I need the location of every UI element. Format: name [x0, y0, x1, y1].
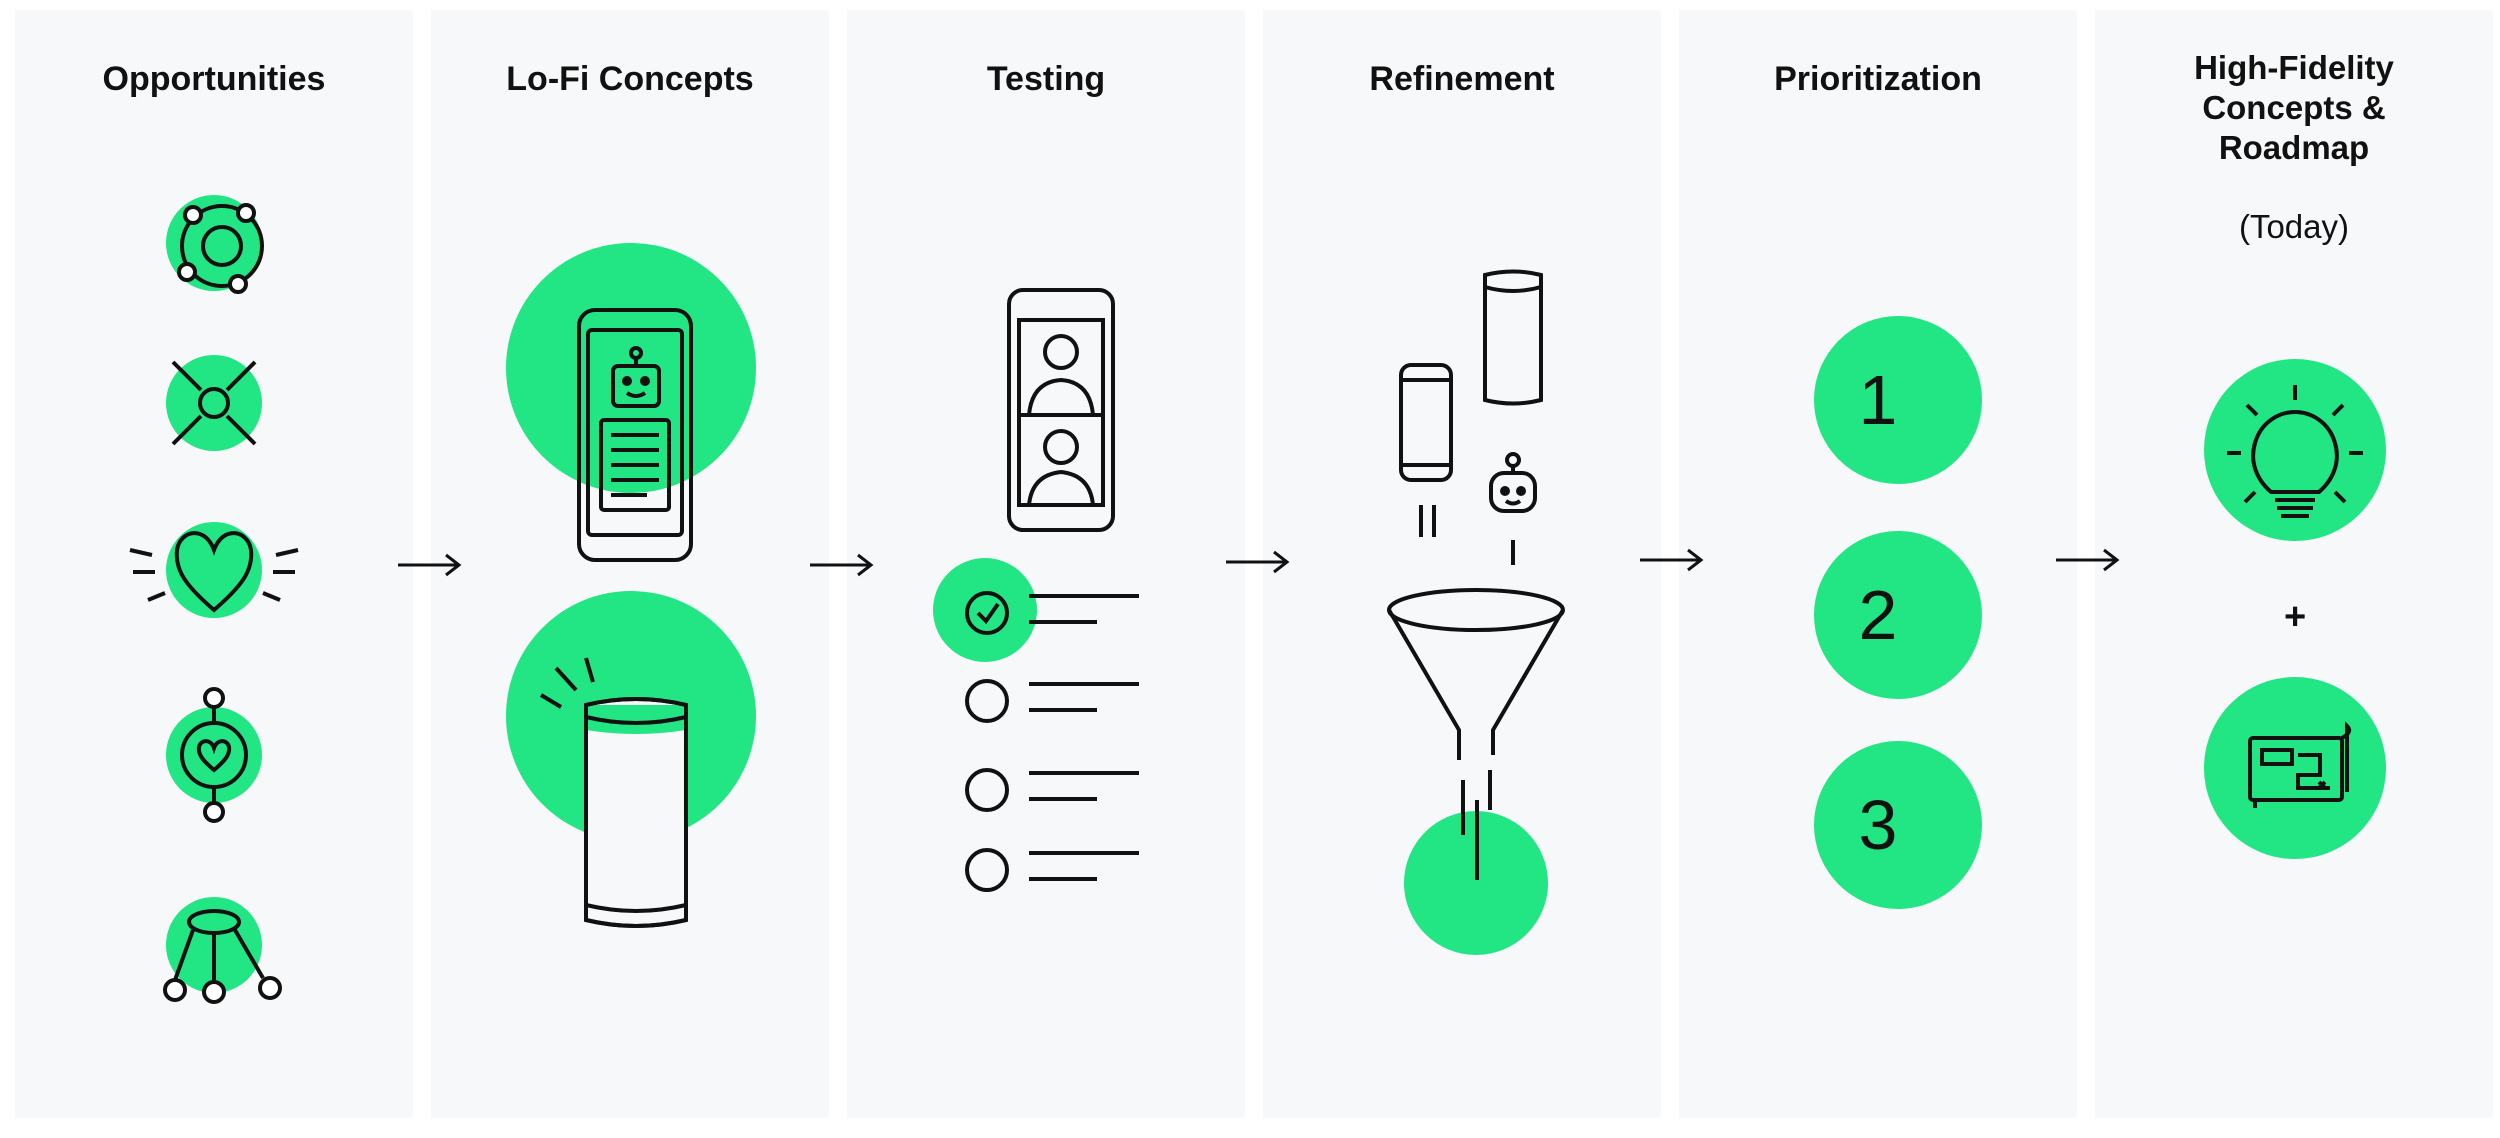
accent-circle	[1404, 811, 1548, 955]
lightbulb-icon	[2204, 359, 2386, 541]
stage-title-line: Concepts &	[2202, 89, 2386, 126]
smart-speaker-icon	[539, 657, 688, 928]
stage-prioritization: Prioritization 1 2 3	[1679, 10, 2077, 1118]
stage-title: Prioritization	[1774, 60, 1982, 98]
checklist-icon	[933, 558, 1139, 892]
stage-testing: Testing	[847, 10, 1245, 1118]
refinement-icons	[1387, 269, 1565, 955]
stage-title: Refinement	[1369, 60, 1555, 98]
stage-subtitle: (Today)	[2238, 208, 2350, 245]
stage-title: High-Fidelity Concepts & Roadmap	[2095, 48, 2493, 168]
stage-title-line: Roadmap	[2218, 129, 2370, 166]
testing-icons	[933, 288, 1139, 892]
spark-icon	[166, 355, 262, 451]
stage-lofi-concepts: Lo-Fi Concepts	[431, 10, 829, 1118]
devices-icon	[1399, 269, 1543, 565]
priority-number: 1	[1858, 361, 1898, 439]
stage-title: Opportunities	[102, 60, 326, 98]
blueprint-icon	[2204, 677, 2386, 859]
orbit-icon	[166, 195, 264, 294]
stage-title-line: High-Fidelity	[2194, 49, 2394, 86]
stage-title: Lo-Fi Concepts	[506, 60, 754, 98]
heart-icon	[129, 522, 299, 618]
priority-circle-1	[1814, 316, 1982, 484]
opportunities-icons	[129, 195, 299, 1004]
phone-robot-icon	[577, 308, 693, 562]
priority-circles	[1814, 316, 1982, 909]
hifi-icons	[2204, 359, 2386, 859]
stage-opportunities: Opportunities	[15, 10, 413, 1118]
phone-video-call-icon	[1007, 288, 1115, 532]
lofi-icons	[506, 243, 756, 928]
priority-number: 2	[1858, 576, 1898, 654]
hierarchy-icon	[163, 897, 282, 1004]
priority-number: 3	[1858, 786, 1898, 864]
priority-circle-3	[1814, 741, 1982, 909]
stage-high-fidelity: High-Fidelity Concepts & Roadmap (Today)…	[2095, 10, 2493, 1118]
plus-joiner: +	[2284, 596, 2307, 638]
stage-title: Testing	[986, 60, 1106, 98]
stage-refinement: Refinement	[1263, 10, 1661, 1118]
funnel-icon	[1387, 588, 1565, 880]
heart-node-icon	[166, 687, 262, 823]
priority-circle-2	[1814, 531, 1982, 699]
